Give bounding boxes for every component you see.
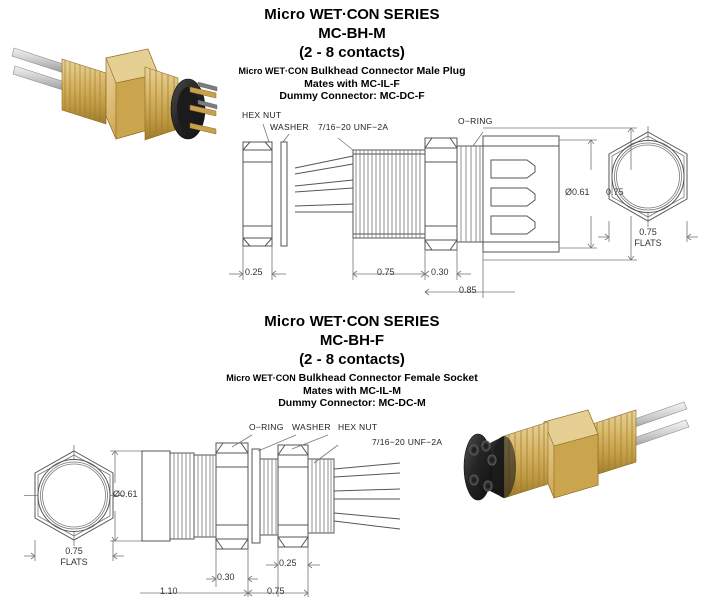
male-plug-photo — [2, 32, 218, 157]
female-desc-brand: WET·CON — [252, 373, 296, 383]
male-description: Micro WET·CON Bulkhead Connector Male Pl… — [0, 65, 704, 103]
male-desc-brand: WET·CON — [264, 66, 308, 76]
female-end-view-dim-value: 0.75 — [65, 546, 83, 556]
female-series-title: Micro WET·CON SERIES — [0, 313, 704, 330]
female-desc-post: Bulkhead Connector Female Socket — [295, 372, 478, 384]
female-series-brand: WET·CON — [309, 313, 380, 330]
female-model-number: MC-BH-F — [319, 332, 385, 349]
male-thread-barrel — [352, 149, 426, 239]
male-callout-washer: WASHER — [270, 122, 309, 132]
male-leader-lines — [262, 123, 484, 151]
female-desc-line-2: Mates with MC-IL-M — [303, 384, 401, 397]
male-drawing-svg — [229, 123, 637, 298]
female-o-ring-grooves — [193, 454, 217, 538]
male-series-pre: Micro — [264, 6, 310, 23]
female-desc-line-1: Micro WET·CON Bulkhead Connector Female … — [0, 372, 704, 385]
female-mid-thread — [259, 458, 279, 536]
male-contacts-range: (2 - 8 contacts) — [299, 44, 405, 61]
female-hex-body-3d — [543, 409, 599, 499]
female-rear-thread — [307, 458, 335, 534]
male-o-ring-grooves — [456, 145, 484, 243]
male-horizontal-dims — [229, 238, 515, 298]
male-desc-line-1: Micro WET·CON Bulkhead Connector Male Pl… — [0, 65, 704, 78]
male-hex-shoulder-view — [424, 137, 458, 251]
male-plug-illustration — [11, 47, 218, 141]
male-wire-leads — [294, 155, 354, 213]
male-dim-thread-length: 0.75 — [377, 267, 395, 277]
male-desc-line-2: Mates with MC-IL-F — [304, 77, 400, 90]
female-callout-hex-nut: HEX NUT — [338, 422, 378, 432]
male-engineering-drawing: HEX NUT WASHER 7/16−20 UNF−2A O−RING 0.2… — [225, 108, 700, 298]
female-hex-nut-view — [277, 444, 309, 548]
female-hex-end-view: 0.75 FLATS — [24, 445, 124, 575]
female-washer-view — [251, 448, 261, 544]
male-end-view-flats-dim — [598, 221, 698, 242]
female-end-view-flats-dim — [24, 540, 124, 561]
male-front-thread — [144, 66, 179, 141]
male-callout-o-ring: O−RING — [458, 116, 493, 126]
female-description: Micro WET·CON Bulkhead Connector Female … — [0, 372, 704, 410]
male-hex-end-view-svg — [598, 126, 698, 242]
male-end-view-dim-value: 0.75 — [639, 227, 657, 237]
female-callout-o-ring: O−RING — [249, 422, 284, 432]
male-pins — [189, 81, 218, 135]
female-desc-pre: Micro — [226, 373, 253, 383]
male-dim-061-lines — [559, 139, 597, 249]
female-end-view-centerlines — [24, 445, 124, 546]
female-hex-shoulder-view — [215, 442, 249, 550]
section-mc-bh-f: Micro WET·CON SERIES MC-BH-F (2 - 8 cont… — [0, 305, 704, 614]
male-series-brand: WET·CON — [309, 6, 380, 23]
female-socket-illustration — [463, 401, 690, 501]
male-desc-pre: Micro — [238, 66, 265, 76]
male-dim-075-lines — [483, 127, 637, 261]
male-desc-line-3: Dummy Connector: MC-DC-F — [279, 90, 425, 102]
female-engineering-drawing: O−RING WASHER HEX NUT 7/16−20 UNF−2A Ø0.… — [100, 415, 460, 605]
female-dim-nut-thickness: 0.25 — [279, 558, 297, 568]
section-mc-bh-m: Micro WET·CON SERIES MC-BH-M (2 - 8 cont… — [0, 0, 704, 305]
female-callout-thread: 7/16−20 UNF−2A — [372, 437, 443, 447]
male-dim-overall-length: 0.85 — [459, 285, 477, 295]
male-desc-post: Bulkhead Connector Male Plug — [307, 65, 466, 77]
male-series-title: Micro WET·CON SERIES — [0, 6, 704, 23]
female-title-block: Micro WET·CON SERIES MC-BH-F (2 - 8 cont… — [0, 313, 704, 410]
female-dim-hex-width: 0.30 — [217, 572, 235, 582]
male-dim-face-diameter: 0.75 — [606, 187, 624, 197]
female-shell-body — [141, 450, 195, 542]
female-dim-overall-length: 1.10 — [160, 586, 178, 596]
female-callout-washer: WASHER — [292, 422, 331, 432]
female-dim-thread-length: 0.75 — [267, 586, 285, 596]
male-dim-body-diameter: Ø0.61 — [565, 187, 590, 197]
female-hex-end-view-svg — [24, 445, 124, 561]
female-series-pre: Micro — [264, 313, 310, 330]
male-dim-hex-width: 0.30 — [431, 267, 449, 277]
female-leader-lines — [231, 434, 339, 464]
male-front-shell-view — [482, 135, 560, 253]
female-series-post: SERIES — [379, 313, 440, 330]
male-washer-view — [280, 141, 288, 247]
male-hex-end-view: 0.75 FLATS — [598, 126, 698, 256]
male-hex-nut-view — [242, 141, 273, 247]
male-title-block: Micro WET·CON SERIES MC-BH-M (2 - 8 cont… — [0, 6, 704, 103]
female-wire-leads — [333, 462, 401, 530]
male-callout-hex-nut: HEX NUT — [242, 110, 282, 120]
male-rear-thread — [61, 58, 107, 125]
female-rear-thread-3d — [591, 409, 637, 477]
female-contacts-range: (2 - 8 contacts) — [299, 351, 405, 368]
female-drawing-svg — [110, 434, 401, 597]
male-wires — [11, 47, 69, 92]
male-pin-profiles — [490, 159, 536, 235]
female-horizontal-dims — [140, 547, 320, 597]
female-socket-holes — [469, 440, 497, 492]
female-socket-photo — [452, 388, 697, 528]
male-callout-thread: 7/16−20 UNF−2A — [318, 122, 389, 132]
male-contact-face — [170, 78, 206, 140]
female-desc-line-3: Dummy Connector: MC-DC-M — [278, 397, 426, 409]
female-end-view-dim-label: FLATS — [60, 557, 88, 567]
male-dim-nut-thickness: 0.25 — [245, 267, 263, 277]
male-series-post: SERIES — [379, 6, 440, 23]
male-model-number: MC-BH-M — [318, 25, 386, 42]
male-end-view-dim-label: FLATS — [634, 238, 662, 248]
female-dim-body-diameter: Ø0.61 — [113, 489, 138, 499]
